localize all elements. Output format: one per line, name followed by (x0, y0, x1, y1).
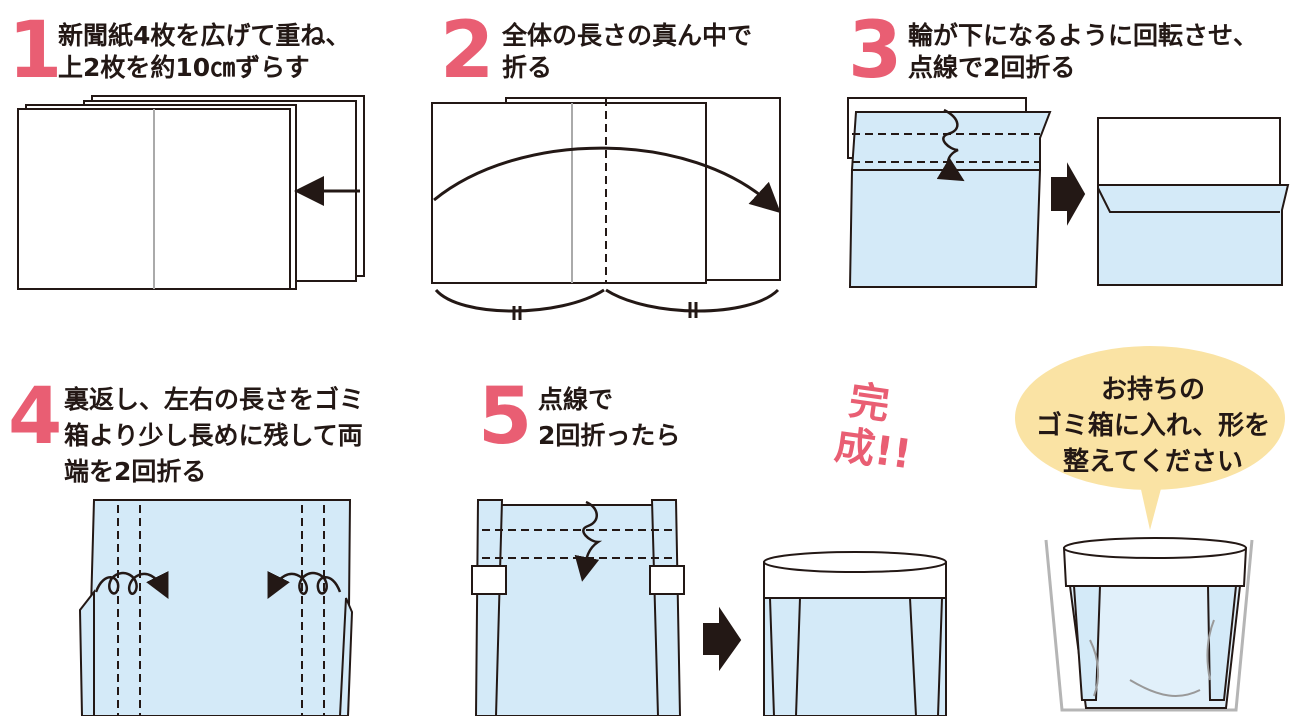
bubble-line-3: 整えてください (1063, 447, 1243, 477)
step-2-line-1: 全体の長さの真ん中で (502, 21, 753, 50)
step-2-illustration (431, 97, 781, 320)
step-1-number: 1 (8, 6, 63, 96)
step-4-line-3: 端を2回折る (64, 457, 207, 486)
step-5-illustration (471, 499, 742, 716)
step-3-illustration (847, 97, 1290, 288)
bubble-line-1: お持ちの (1100, 375, 1205, 405)
bubble-illustration (1015, 346, 1285, 530)
step-2-line-2: 折る (502, 53, 553, 82)
step-3-line-2: 点線で2回折る (908, 53, 1076, 82)
step-1-line-1: 新聞紙4枚を広げて重ね、 (58, 21, 351, 50)
step-4-line-1: 裏返し、左右の長さをゴミ (64, 385, 365, 414)
step-4-number: 4 (8, 372, 63, 462)
bubble-line-2: ゴミ箱に入れ、形を (1035, 411, 1271, 441)
completed-illustration (763, 551, 947, 716)
step-3-number: 3 (848, 6, 903, 96)
step-3-line-1: 輪が下になるように回転させ、 (908, 21, 1259, 50)
step-2-number: 2 (440, 6, 495, 96)
step-1-illustration (17, 95, 365, 290)
step-5-line-2: 2回折ったら (538, 421, 681, 450)
step-4-line-2: 箱より少し長めに残して両 (64, 421, 363, 450)
trash-bin-illustration (1044, 537, 1254, 712)
step-1-line-2: 上2枚を約10㎝ずらす (58, 53, 310, 82)
step-4-illustration (78, 499, 354, 716)
speech-bubble-text: お持ちの ゴミ箱に入れ、形を 整えてください (1020, 372, 1286, 480)
step-5-number: 5 (478, 372, 533, 462)
step-5-line-1: 点線で (538, 385, 614, 414)
